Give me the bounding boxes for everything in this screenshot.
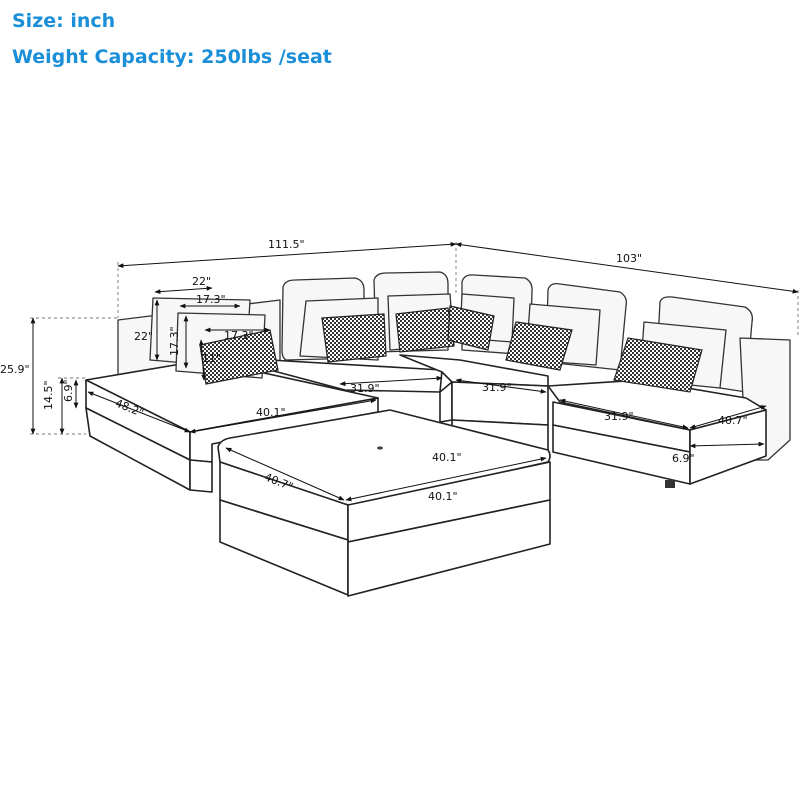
ottoman-width-label: 40.1" [428,490,458,503]
ottoman-width-line [345,456,547,502]
throw-pillow-2 [321,313,387,363]
overall-left-dimension-line [117,241,457,269]
back-pillow-height-label: 22" [134,330,153,343]
small-pillow-height-line [199,339,206,381]
seat-height-label: 14.5" [42,380,55,410]
overall-height-label: 25.9" [0,363,30,376]
arm-width-line [689,441,765,449]
size-unit-label: Size: inch [12,10,116,32]
overall-right-width-label: 103" [616,252,642,265]
armchair-width-label: 40.7" [718,414,748,427]
chaise-depth-line [87,391,191,433]
ottoman-depth-line [225,447,345,501]
ottoman-base-side [347,499,551,597]
ottoman-front-width-label: 40.1" [432,451,462,464]
throw-pillow-4 [447,305,495,351]
seat-depth-a-label: 31.9" [350,382,380,395]
corner-seat-front [439,381,453,423]
sofa-foot [665,480,675,488]
seat-depth-b-label: 31.9" [482,381,512,394]
seat-depth-c-label: 31.9" [604,410,634,423]
chaise-width-label: 40.1" [256,406,286,419]
chaise-width-line [189,398,377,434]
back-pillow-width-line [154,285,213,295]
arm-width-label: 6.9" [672,452,695,465]
throw-pillows [199,305,703,393]
armchair-width-line [689,405,767,429]
dimension-labels: 111.5" 103" 22" 22" 17.3" 17.3" 17.3" 11… [0,238,748,503]
throw-pillow-width-a-label: 17.3" [196,293,226,306]
small-pillow-height-label: 11" [202,352,221,365]
seat-depth-line-b [455,378,547,394]
seat-depth-line-c [559,398,689,430]
ottoman-button [377,446,383,450]
chaise-base-front [189,459,213,493]
throw-pillow-5 [505,321,573,371]
seat-depth-line-a [339,375,443,387]
dimension-lines [30,241,799,502]
throw-pillow-height-label: 17.3" [168,326,181,356]
back-pillow-width-label: 22" [192,275,211,288]
throw-pillow-3 [395,307,455,353]
overall-left-width-label: 111.5" [268,238,305,251]
cushion-thickness-label: 6.9" [62,379,75,402]
weight-capacity-label: Weight Capacity: 250lbs /seat [12,46,332,68]
overall-right-dimension-line [455,242,799,294]
throw-pillow-width-b-label: 17.3" [224,329,254,342]
throw-pillow-6 [613,337,703,393]
